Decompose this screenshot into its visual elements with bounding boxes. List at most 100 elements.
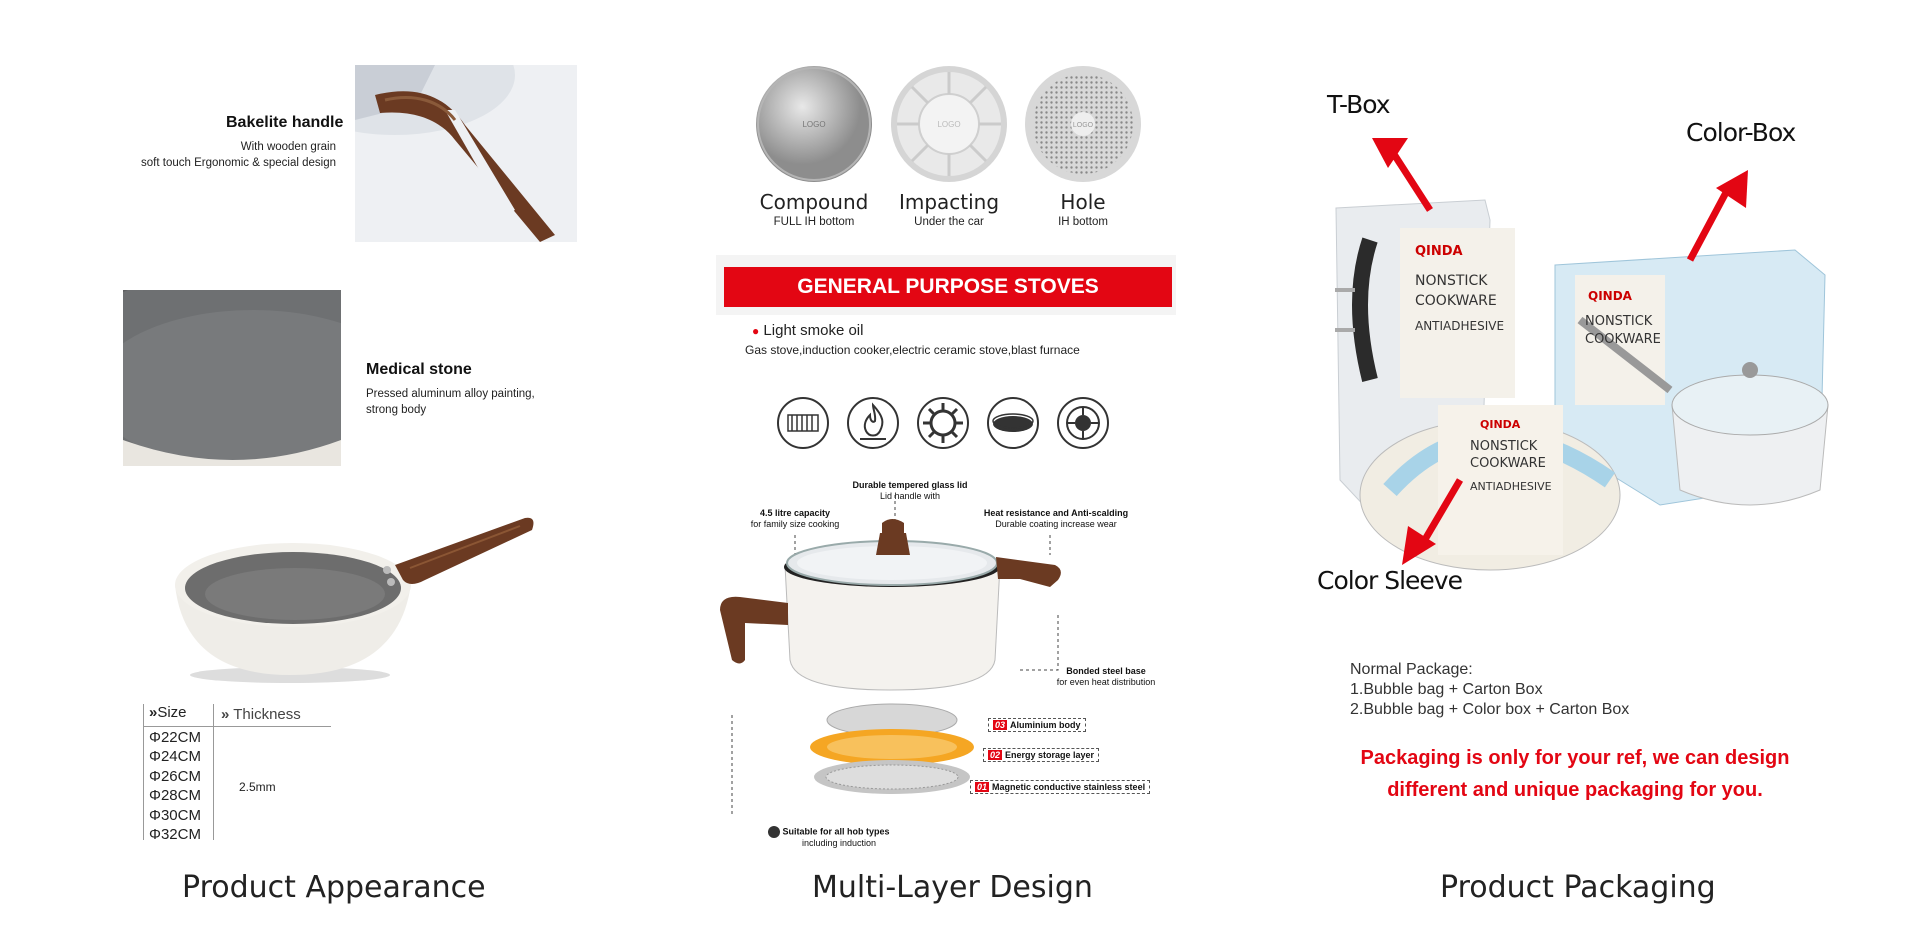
electric-coil-icon [777,397,829,449]
size-item: Φ28CM [149,787,201,805]
fry-pan-photo [165,510,535,690]
sleeve-label: Color Sleeve [1317,566,1463,595]
callout-sub: for even heat distribution [1056,677,1156,687]
brand-logo: QINDA [1480,418,1521,431]
flame-icon [847,397,899,449]
pot-illustration [720,495,1160,820]
handle-title: Bakelite handle [226,114,344,131]
layer-number: 02 [988,750,1003,760]
heat-callout: Heat resistance and Anti-scalding Durabl… [976,508,1136,530]
handle-desc: With wooden grain soft touch Ergonomic &… [141,139,336,171]
bottom-logo: LOGO [937,120,960,129]
stoves-banner: GENERAL PURPOSE STOVES [724,267,1172,307]
box-text: NONSTICK [1415,273,1488,289]
layer-label: Aluminium body [1010,720,1081,730]
bottom-sub: Under the car [914,216,984,228]
smoke-line: ● Light smoke oil [752,322,863,339]
coating-photo [123,290,341,466]
normal-package: Normal Package: 1.Bubble bag + Carton Bo… [1350,660,1629,720]
tbox-label: T-Box [1327,90,1391,119]
layer-number: 03 [993,720,1008,730]
callout-sub: Durable coating increase wear [995,519,1117,529]
bullet-icon: ● [752,324,760,338]
stove-icons [776,395,1116,456]
callout-title: Suitable for all hob types [782,826,890,837]
box-text: COOKWARE [1415,293,1497,309]
size-header-label: Size [157,704,187,721]
callout-title: Heat resistance and Anti-scalding [983,508,1129,518]
callout-sub: including induction [802,838,877,848]
size-item: Φ24CM [149,748,201,766]
bottom-logo: LOGO [1073,122,1094,129]
normal-package-item: 2.Bubble bag + Color box + Carton Box [1350,701,1630,718]
lid-callout: Durable tempered glass lid Lid handle wi… [840,480,980,502]
bottom-hole: LOGO [1024,65,1142,188]
callout-sub: Lid handle with [879,491,941,501]
base-callout: Bonded steel base for even heat distribu… [1046,666,1166,688]
hob-callout: Suitable for all hob types including ind… [768,826,890,849]
normal-package-title: Normal Package: [1350,661,1473,678]
layer-label: Energy storage layer [1005,750,1095,760]
capacity-callout: 4.5 litre capacity for family size cooki… [740,508,850,530]
stone-desc-line: strong body [366,404,427,416]
packaging-photo: QINDA NONSTICK COOKWARE ANTIADHESIVE QIN… [1330,60,1850,600]
size-header: »Size [149,704,187,721]
impacting-bottom-icon: LOGO [891,66,1007,182]
arrow-down-left-icon [1402,478,1464,565]
box-text: ANTIADHESIVE [1470,480,1552,493]
handle-desc-line: soft touch Ergonomic & special design [141,157,336,169]
bottom-sub: FULL IH bottom [773,216,855,228]
normal-package-item: 1.Bubble bag + Carton Box [1350,681,1543,698]
hob-icon [768,826,780,838]
bottom-logo: LOGO [802,120,825,129]
caption-multilayer: Multi-Layer Design [812,870,1093,905]
hole-bottom-icon: LOGO [1025,66,1141,182]
stone-desc: Pressed aluminum alloy painting, strong … [366,386,535,418]
brand-logo: QINDA [1588,289,1633,303]
stone-desc-line: Pressed aluminum alloy painting, [366,388,535,400]
packaging-note-line: different and unique packaging for you. [1387,779,1763,801]
smoke-text: Light smoke oil [763,322,864,339]
arrow-up-left-icon [1372,138,1433,212]
callout-title: 4.5 litre capacity [759,508,831,518]
size-item: Φ32CM [149,826,201,844]
layer-label: Magnetic conductive stainless steel [992,782,1146,792]
bottom-label: Compound [759,190,869,214]
thickness-header-label: Thickness [233,706,301,723]
stoves-text: Gas stove,induction cooker,electric cera… [745,343,1080,357]
box-text: COOKWARE [1585,332,1661,347]
bottom-sub: IH bottom [1058,216,1108,228]
box-text: NONSTICK [1470,439,1538,454]
callout-title: Bonded steel base [1066,666,1146,676]
arrow-up-right-icon [1686,170,1748,262]
gas-burner-icon [917,397,969,449]
packaging-note: Packaging is only for your ref, we can d… [1320,742,1830,806]
box-text: COOKWARE [1470,456,1546,471]
ceramic-plate-icon [987,397,1039,449]
size-list: Φ22CM Φ24CM Φ26CM Φ28CM Φ30CM Φ32CM [149,728,201,844]
packaging-note-line: Packaging is only for your ref, we can d… [1360,747,1790,769]
bottom-label: Hole [1060,190,1106,214]
brand-logo: QINDA [1415,244,1463,259]
colorbox-label: Color-Box [1686,118,1796,147]
induction-icon [1057,397,1109,449]
table-leftline [143,704,144,840]
table-vdivider [213,704,214,840]
size-item: Φ26CM [149,767,201,785]
size-item: Φ22CM [149,729,201,746]
size-item: Φ30CM [149,806,201,824]
box-text: ANTIADHESIVE [1415,319,1504,333]
callout-title: Durable tempered glass lid [852,480,968,490]
table-divider [143,726,331,727]
handle-desc-line: With wooden grain [240,141,336,153]
size-table: »Size » Thickness Φ22CM Φ24CM Φ26CM Φ28C… [143,704,331,843]
thickness-value: 2.5mm [239,780,276,794]
bottom-compound: LOGO [755,65,873,188]
layer-number: 01 [975,782,990,792]
stone-title: Medical stone [366,361,472,378]
box-text: NONSTICK [1585,314,1653,329]
caption-packaging: Product Packaging [1440,870,1716,905]
